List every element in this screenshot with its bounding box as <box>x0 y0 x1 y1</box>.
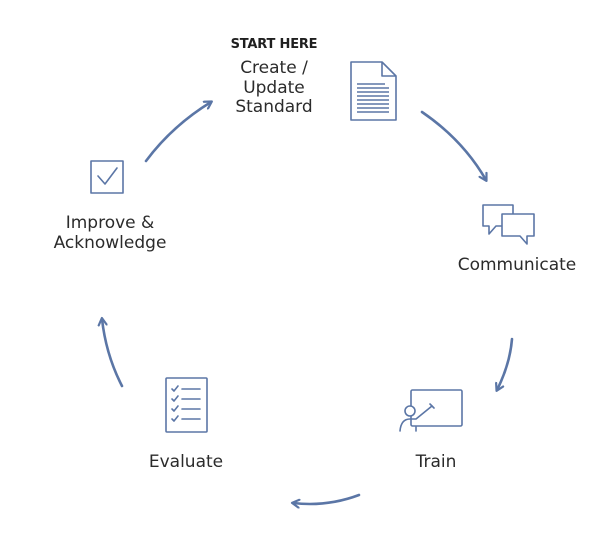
step-evaluate: Evaluate <box>148 452 224 472</box>
step-create-line-1: Create / <box>240 58 308 78</box>
checklist-icon <box>165 377 208 433</box>
step-improve-acknowledge: Improve & Acknowledge <box>22 213 198 253</box>
step-create-line-2: Update <box>243 77 305 98</box>
step-communicate: Communicate <box>457 255 577 275</box>
checkbox-icon <box>90 160 124 194</box>
step-create-update-standard: Create / Update Standard <box>206 58 342 118</box>
step-train: Train <box>415 452 457 472</box>
start-here-tag: START HERE <box>230 37 318 52</box>
speech-bubbles-icon <box>482 204 535 245</box>
step-improve-line-1: Improve & <box>65 213 155 233</box>
document-icon <box>350 61 397 121</box>
arrow-communicate-to-train <box>497 337 514 390</box>
arrow-improve-to-create <box>144 102 211 163</box>
step-improve-line-2: Acknowledge <box>53 232 167 253</box>
step-create-line-3: Standard <box>235 97 313 118</box>
arrow-evaluate-to-improve <box>102 319 124 388</box>
arrow-train-to-evaluate <box>293 493 361 504</box>
arrow-create-to-communicate <box>420 110 486 180</box>
presentation-board-icon <box>399 389 463 432</box>
